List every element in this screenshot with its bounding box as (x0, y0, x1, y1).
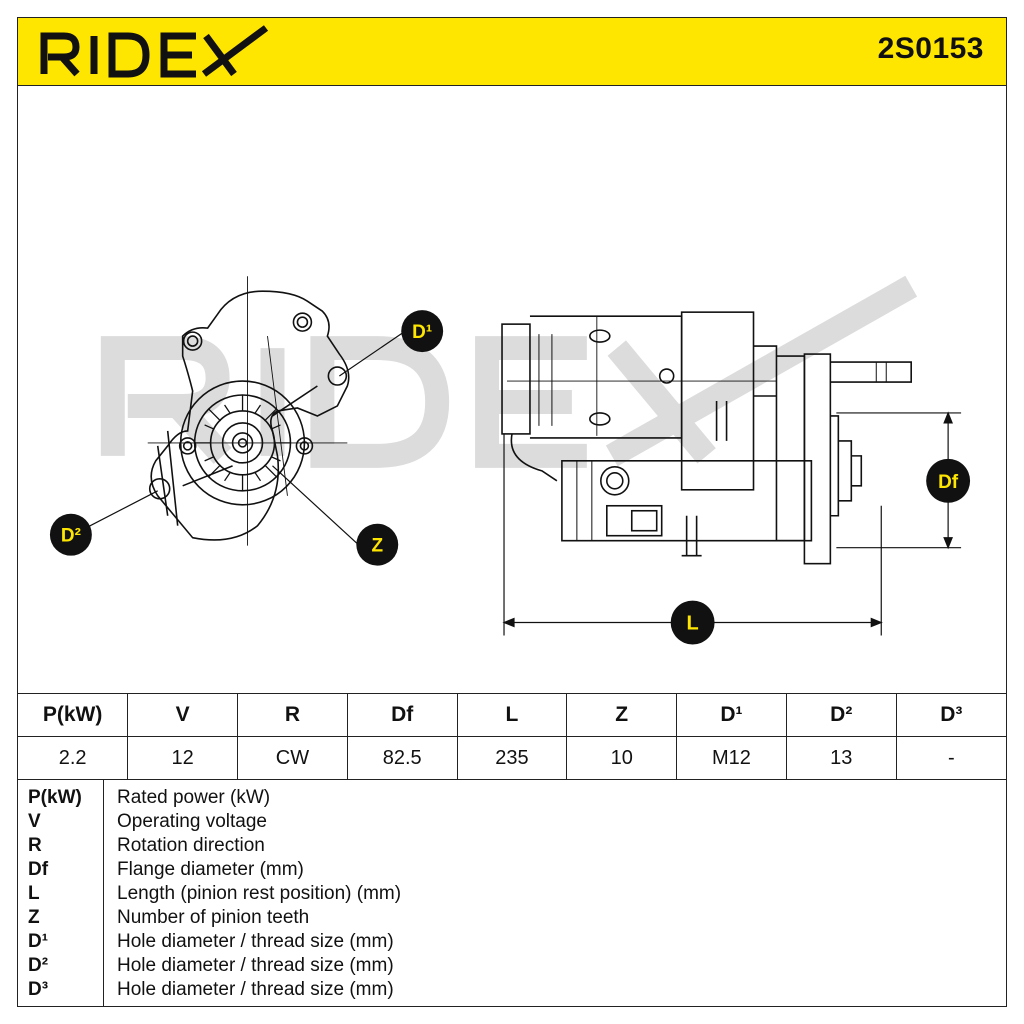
legend-desc: Rated power (kW) (117, 787, 271, 808)
header-bar: 2S0153 (18, 18, 1006, 86)
callout-d1: D¹ (401, 310, 444, 353)
legend-divider (103, 780, 104, 1006)
legend: P(kW) Rated power (kW) V Operating volta… (18, 780, 1006, 1006)
spec-header: D¹ (676, 693, 787, 737)
spec-header-row: P(kW) V R Df L Z D¹ D² D³ (18, 693, 1006, 737)
callout-df: Df (926, 458, 971, 503)
front-view (147, 276, 350, 546)
legend-desc: Flange diameter (mm) (117, 859, 304, 880)
legend-desc: Hole diameter / thread size (mm) (117, 931, 394, 952)
svg-text:Df: Df (938, 472, 959, 493)
legend-row: V Operating voltage (18, 810, 1006, 834)
svg-text:L: L (687, 613, 699, 635)
spec-header: D³ (895, 693, 1006, 737)
spec-value: CW (237, 736, 348, 780)
legend-row: P(kW) Rated power (kW) (18, 786, 1006, 810)
datasheet: 2S0153 (17, 17, 1007, 1007)
legend-desc: Hole diameter / thread size (mm) (117, 955, 394, 976)
spec-header: Df (346, 693, 458, 737)
callout-z: Z (356, 523, 399, 566)
svg-text:Z: Z (371, 536, 383, 557)
spec-header: Z (566, 693, 678, 737)
legend-row: D³ Hole diameter / thread size (mm) (18, 978, 1006, 1002)
dimension-lines (70, 330, 962, 636)
spec-header: R (237, 693, 348, 737)
spec-header: L (456, 693, 568, 737)
ridex-watermark (100, 275, 918, 468)
spec-value: 2.2 (18, 736, 129, 780)
legend-abbr: D³ (28, 979, 49, 1000)
svg-text:D¹: D¹ (412, 322, 432, 343)
legend-abbr: Z (28, 907, 40, 928)
spec-value: - (895, 736, 1006, 780)
legend-desc: Number of pinion teeth (117, 907, 310, 928)
legend-desc: Length (pinion rest position) (mm) (117, 883, 402, 904)
legend-row: D¹ Hole diameter / thread size (mm) (18, 930, 1006, 954)
legend-abbr: P(kW) (28, 787, 82, 808)
legend-abbr: R (28, 835, 42, 856)
legend-abbr: V (28, 811, 41, 832)
legend-row: Df Flange diameter (mm) (18, 858, 1006, 882)
legend-row: Z Number of pinion teeth (18, 906, 1006, 930)
legend-desc: Rotation direction (117, 835, 265, 856)
spec-header: P(kW) (18, 693, 129, 737)
spec-value-row: 2.2 12 CW 82.5 235 10 M12 13 - (18, 736, 1006, 780)
legend-abbr: L (28, 883, 40, 904)
spec-value: M12 (676, 736, 787, 780)
legend-row: D² Hole diameter / thread size (mm) (18, 954, 1006, 978)
callout-l: L (670, 600, 715, 645)
spec-value: 10 (566, 736, 678, 780)
legend-abbr: D² (28, 955, 49, 976)
spec-value: 13 (785, 736, 897, 780)
spec-value: 12 (127, 736, 239, 780)
legend-desc: Hole diameter / thread size (mm) (117, 979, 394, 1000)
spec-table: P(kW) V R Df L Z D¹ D² D³ 2.2 12 CW 82.5… (18, 693, 1006, 780)
spec-value: 82.5 (346, 736, 458, 780)
ridex-logo (40, 25, 269, 78)
side-view (501, 311, 912, 565)
spec-header: D² (785, 693, 897, 737)
technical-drawing: D¹ D² Z Df L (49, 275, 971, 645)
part-number: 2S0153 (877, 32, 984, 65)
legend-desc: Operating voltage (117, 811, 267, 832)
legend-row: R Rotation direction (18, 834, 1006, 858)
callout-d2: D² (49, 513, 92, 556)
legend-row: L Length (pinion rest position) (mm) (18, 882, 1006, 906)
legend-abbr: Df (28, 859, 49, 880)
legend-abbr: D¹ (28, 931, 49, 952)
spec-value: 235 (456, 736, 568, 780)
spec-header: V (127, 693, 239, 737)
svg-text:D²: D² (61, 526, 81, 547)
